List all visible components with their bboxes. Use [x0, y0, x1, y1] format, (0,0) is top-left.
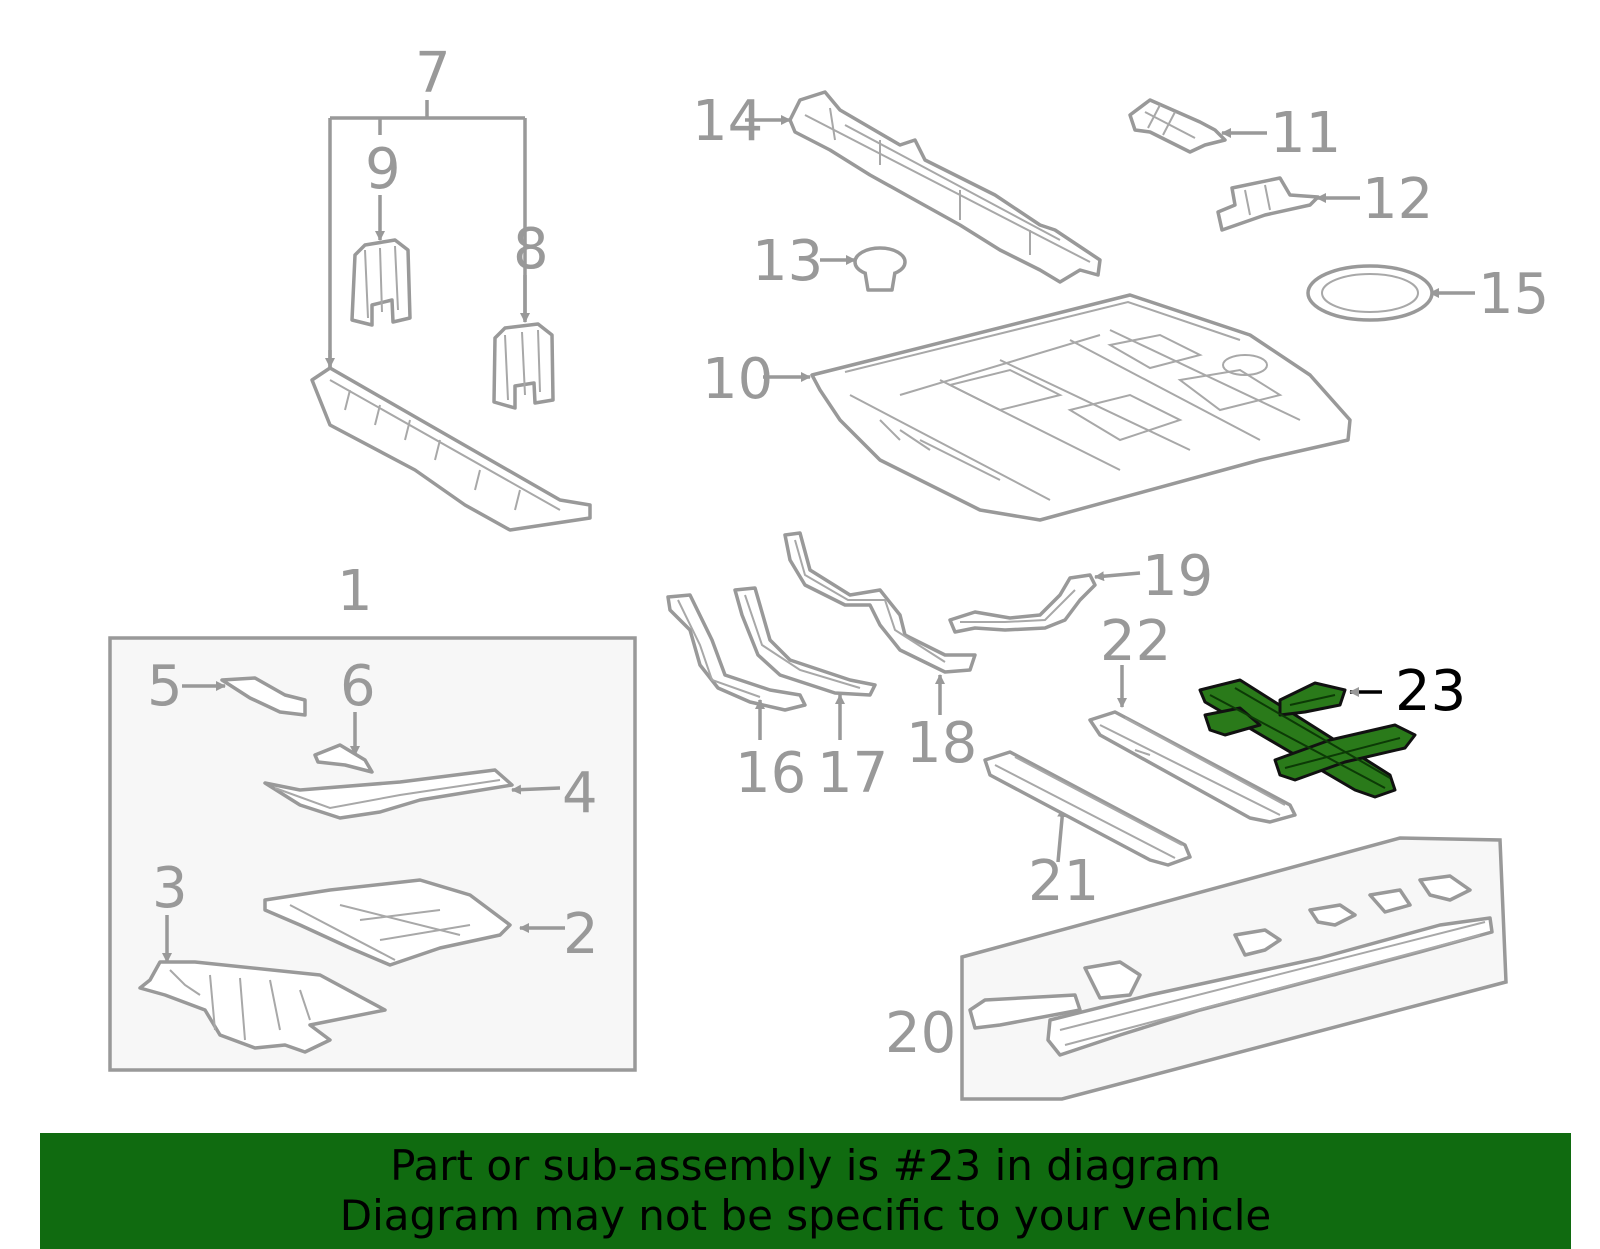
part-3: [138, 915, 387, 1054]
part-22: [1088, 665, 1297, 824]
callout-11: 11: [1270, 101, 1341, 166]
part-20: [968, 874, 1494, 1057]
callout-1: 1: [337, 559, 373, 624]
part-15: [1306, 264, 1475, 322]
banner-line-2: Diagram may not be specific to your vehi…: [339, 1191, 1272, 1240]
part-7: [310, 366, 592, 532]
callout-7: 7: [415, 41, 451, 106]
part-21: [983, 750, 1192, 867]
callout-3: 3: [152, 856, 188, 921]
callout-13: 13: [752, 229, 823, 294]
part-10: [763, 293, 1352, 522]
callout-2: 2: [563, 902, 599, 967]
part-6: [313, 712, 374, 774]
callout-7-bracket: [325, 100, 530, 370]
part-19: [948, 571, 1141, 634]
callout-9: 9: [365, 137, 401, 202]
part-13: [820, 246, 907, 292]
callout-17: 17: [817, 741, 888, 806]
callout-10: 10: [702, 347, 773, 412]
part-5: [182, 676, 307, 717]
info-banner: Part or sub-assembly is #23 in diagram D…: [40, 1133, 1571, 1249]
part-2: [263, 878, 565, 967]
callout-5: 5: [147, 654, 183, 719]
callout-21: 21: [1028, 849, 1099, 914]
callout-16: 16: [735, 741, 806, 806]
callout-20: 20: [885, 1001, 956, 1066]
part-9: [350, 195, 412, 327]
callout-8: 8: [513, 217, 549, 282]
callout-19: 19: [1142, 544, 1213, 609]
part-17: [733, 586, 877, 740]
part-23[interactable]: [1198, 678, 1417, 799]
part-16: [666, 593, 807, 740]
callout-6: 6: [340, 654, 376, 719]
part-18: [783, 531, 977, 715]
callout-14: 14: [692, 89, 763, 154]
parts-diagram: 1 2 3 4 5 6 7 8 9 10 11 12 13 14 15 16 1…: [108, 41, 1549, 1101]
callout-18: 18: [906, 711, 977, 776]
callout-12: 12: [1362, 167, 1433, 232]
banner-line-1: Part or sub-assembly is #23 in diagram: [390, 1141, 1221, 1190]
part-12: [1216, 176, 1360, 232]
callout-23[interactable]: 23: [1395, 659, 1466, 724]
part-11: [1128, 98, 1267, 154]
callout-4: 4: [562, 761, 598, 826]
callout-15: 15: [1478, 262, 1549, 327]
part-14: [745, 90, 1102, 284]
part-8: [492, 275, 555, 410]
callout-22: 22: [1100, 609, 1171, 674]
part-4: [263, 768, 561, 820]
